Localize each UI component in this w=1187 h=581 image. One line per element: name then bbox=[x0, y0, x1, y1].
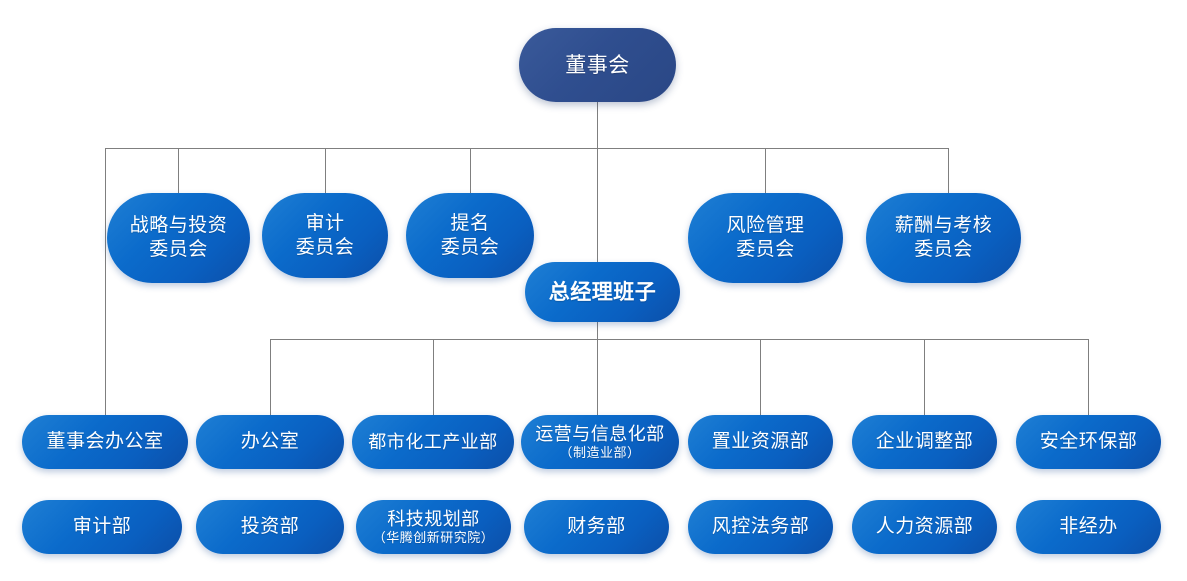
node-label-line1: 运营与信息化部 bbox=[535, 423, 665, 444]
connector-committee-bus bbox=[105, 148, 949, 149]
node-label-line2: 委员会 bbox=[914, 239, 973, 260]
node-dept-investment[interactable]: 投资部 bbox=[196, 500, 344, 554]
node-dept-property-resources[interactable]: 置业资源部 bbox=[688, 415, 833, 469]
connector-drop-committee-5 bbox=[948, 148, 949, 193]
node-label-line2: 委员会 bbox=[440, 236, 500, 258]
node-label-line1: 办公室 bbox=[240, 431, 300, 453]
connector-drop-board-office bbox=[105, 148, 106, 415]
connector-bus-to-manager bbox=[597, 148, 598, 262]
node-label-line1: 风险管理 bbox=[726, 215, 805, 237]
node-dept-operations-informatization[interactable]: 运营与信息化部 （制造业部） bbox=[521, 415, 679, 469]
connector-drop-department-1 bbox=[270, 339, 271, 415]
connector-drop-department-4 bbox=[760, 339, 761, 415]
node-label: 总经理班子 bbox=[548, 279, 657, 304]
connector-drop-department-6 bbox=[1088, 339, 1089, 415]
connector-board-stem bbox=[597, 102, 598, 148]
node-label: 董事会 bbox=[565, 52, 630, 77]
node-label-line1: 薪酬与考核 bbox=[894, 215, 993, 237]
node-board-of-directors[interactable]: 董事会 bbox=[519, 28, 676, 102]
node-dept-enterprise-adjustment[interactable]: 企业调整部 bbox=[852, 415, 997, 469]
node-dept-non-operating[interactable]: 非经办 bbox=[1016, 500, 1161, 554]
node-committee-compensation-appraisal[interactable]: 薪酬与考核 委员会 bbox=[866, 193, 1021, 283]
node-label-line1: 风控法务部 bbox=[711, 516, 810, 538]
node-label-line1: 科技规划部 bbox=[387, 508, 480, 529]
connector-drop-department-3 bbox=[597, 339, 598, 415]
connector-drop-committee-1 bbox=[178, 148, 179, 193]
node-committee-risk-management[interactable]: 风险管理 委员会 bbox=[688, 193, 843, 283]
node-dept-finance[interactable]: 财务部 bbox=[524, 500, 669, 554]
node-label-line1: 非经办 bbox=[1059, 516, 1118, 538]
node-label-line1: 战略与投资 bbox=[129, 215, 228, 237]
node-label-line1: 都市化工产业部 bbox=[368, 431, 498, 452]
node-general-manager-team[interactable]: 总经理班子 bbox=[525, 262, 680, 322]
node-dept-human-resources[interactable]: 人力资源部 bbox=[852, 500, 997, 554]
node-label-line1: 财务部 bbox=[567, 516, 626, 538]
node-label-line1: 审计部 bbox=[72, 516, 132, 538]
node-label-line1: 审计 bbox=[305, 212, 345, 234]
node-dept-office[interactable]: 办公室 bbox=[196, 415, 344, 469]
connector-drop-department-2 bbox=[433, 339, 434, 415]
node-label-line2: 委员会 bbox=[149, 239, 208, 260]
connector-department-bus bbox=[270, 339, 1089, 340]
node-label-line1: 人力资源部 bbox=[875, 516, 974, 538]
node-label-line1: 置业资源部 bbox=[711, 431, 810, 453]
node-dept-safety-environment[interactable]: 安全环保部 bbox=[1016, 415, 1161, 469]
node-dept-board-office[interactable]: 董事会办公室 bbox=[22, 415, 188, 469]
node-label-line2: 委员会 bbox=[736, 239, 795, 260]
connector-drop-committee-4 bbox=[765, 148, 766, 193]
node-label-line2: （华腾创新研究院） bbox=[372, 530, 495, 546]
connector-drop-committee-2 bbox=[325, 148, 326, 193]
connector-drop-department-5 bbox=[924, 339, 925, 415]
node-committee-strategy-investment[interactable]: 战略与投资 委员会 bbox=[107, 193, 250, 283]
node-label-line1: 提名 bbox=[450, 212, 490, 234]
node-dept-urban-chemical-industry[interactable]: 都市化工产业部 bbox=[352, 415, 514, 469]
node-label-line1: 安全环保部 bbox=[1039, 431, 1138, 453]
node-committee-audit[interactable]: 审计 委员会 bbox=[262, 193, 388, 278]
node-dept-risk-control-legal[interactable]: 风控法务部 bbox=[688, 500, 833, 554]
node-label-line1: 董事会办公室 bbox=[46, 431, 164, 453]
node-dept-audit[interactable]: 审计部 bbox=[22, 500, 182, 554]
node-committee-nomination[interactable]: 提名 委员会 bbox=[406, 193, 534, 278]
connector-manager-stem bbox=[597, 322, 598, 339]
node-dept-science-technology-planning[interactable]: 科技规划部 （华腾创新研究院） bbox=[356, 500, 511, 554]
node-label-line2: （制造业部） bbox=[559, 445, 641, 461]
connector-drop-committee-3 bbox=[470, 148, 471, 193]
node-label-line1: 企业调整部 bbox=[875, 431, 974, 453]
node-label-line1: 投资部 bbox=[240, 516, 300, 538]
node-label-line2: 委员会 bbox=[295, 236, 355, 258]
